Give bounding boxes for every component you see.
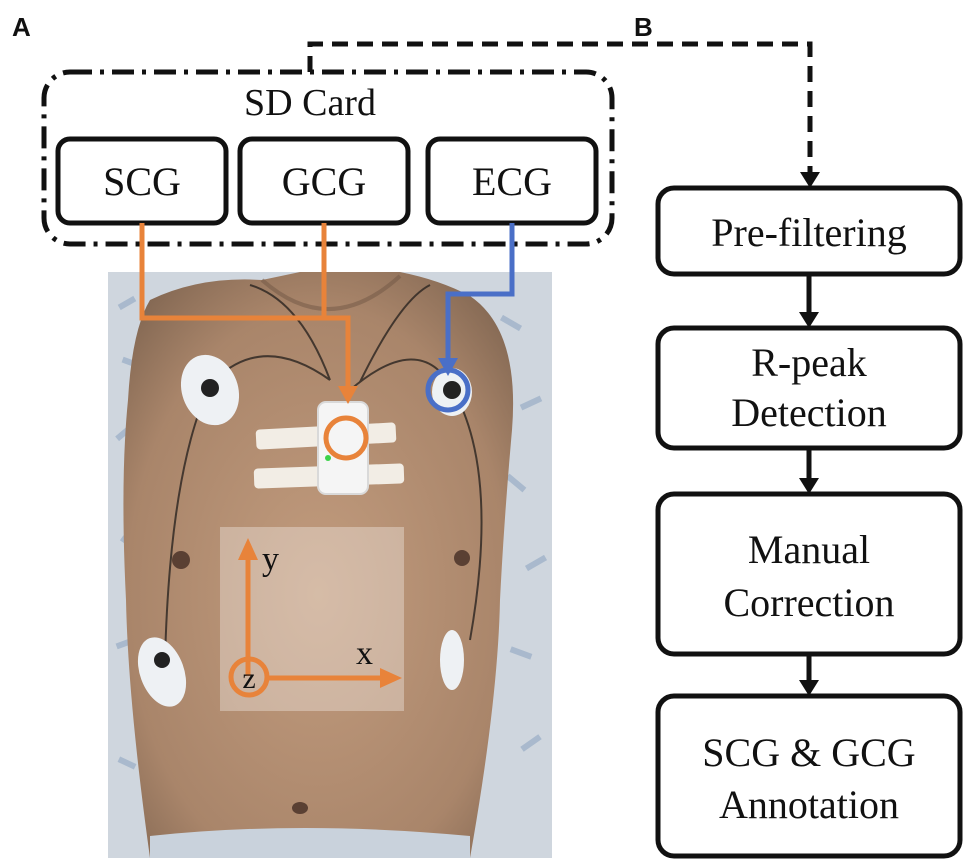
scg-gcg-arrowhead (338, 386, 358, 404)
sd-card-container (41, 69, 615, 247)
flowchart: Pre-filtering R-peak Detection Manual Co… (655, 185, 963, 859)
flow-arrow (799, 478, 819, 494)
flow-step-label: R-peak (751, 340, 867, 385)
electrode-pads (137, 354, 472, 707)
flow-arrow (799, 312, 819, 328)
axis-x-label: x (356, 635, 373, 672)
sd-card-title: SD Card (244, 82, 376, 124)
flow-step-label: Annotation (719, 782, 899, 827)
scg-box-label: SCG (103, 159, 181, 204)
axis-arrows (228, 538, 402, 698)
flow-step-box (655, 693, 963, 859)
flow-step-label: Pre-filtering (711, 210, 907, 255)
scg-gcg-connector (139, 223, 351, 392)
sensor-highlight-circle (323, 415, 369, 461)
flow-step-label: Correction (723, 580, 894, 625)
flow-step-box (655, 491, 963, 657)
flow-step-label: SCG & GCG (702, 730, 915, 775)
sd-card-boxes: SCG GCG ECG (55, 136, 599, 226)
ecg-connector (425, 223, 515, 413)
panel-label-b: B (634, 12, 653, 42)
axis-z-label: z (242, 662, 255, 695)
panel-label-a: A (12, 12, 31, 42)
dashed-connector (307, 41, 820, 188)
ecg-box-label: ECG (472, 159, 552, 204)
flow-step-label: Detection (731, 390, 887, 435)
flow-step-label: Manual (748, 527, 870, 572)
axis-y-label: y (262, 541, 279, 578)
chest-photo (108, 272, 552, 858)
flow-arrow (799, 680, 819, 696)
gcg-box-label: GCG (282, 159, 366, 204)
ecg-electrode-highlight (425, 367, 471, 413)
